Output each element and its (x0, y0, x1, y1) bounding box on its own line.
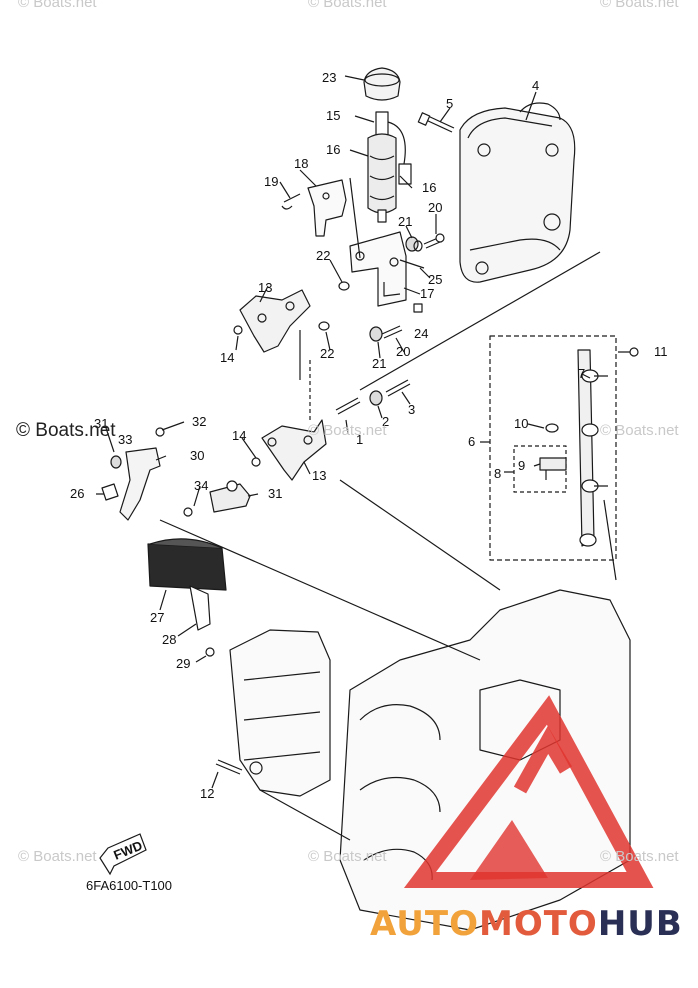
part-28-bracket (189, 585, 211, 631)
part-21-grommet-bottom (369, 326, 383, 342)
callout-7: 7 (578, 366, 585, 381)
automotohub-logo (403, 695, 654, 888)
part-8-injector (539, 457, 567, 480)
callout-5: 5 (446, 96, 453, 111)
callout-14a: 14 (220, 350, 234, 365)
watermark: © Boats.net (16, 420, 116, 441)
watermark: © Boats.net (600, 848, 679, 865)
callout-15: 15 (326, 108, 340, 123)
callout-27: 27 (150, 610, 164, 625)
callout-13a: 13 (258, 280, 272, 295)
part-2-bushing (369, 390, 383, 406)
part-27-filter (147, 538, 227, 591)
brand-auto: AUTO (370, 904, 479, 944)
part-5-bolt (417, 112, 455, 133)
part-26-connector (101, 483, 119, 501)
part-20-bolt-bottom (381, 325, 403, 339)
part-3-bolt (385, 379, 411, 397)
part-1-shaft (335, 397, 361, 415)
callout-30: 30 (190, 448, 204, 463)
callout-13b: 13 (312, 468, 326, 483)
watermark: © Boats.net (600, 0, 679, 11)
callout-22a: 22 (316, 248, 330, 263)
callout-labels: 23 15 16 16 4 5 18 19 21 20 22 25 17 13 … (70, 70, 668, 801)
callout-9: 9 (518, 458, 525, 473)
part-19-bolt (281, 193, 301, 210)
part-13-bracket-upper (239, 289, 311, 353)
brand-moto: MOTO (478, 904, 598, 944)
part-33-grommet (110, 455, 122, 469)
callout-33: 33 (118, 432, 132, 447)
callout-14b: 14 (232, 428, 246, 443)
callout-19: 19 (264, 174, 278, 189)
callout-12: 12 (200, 786, 214, 801)
callout-3: 3 (408, 402, 415, 417)
part-30-bracket (119, 447, 161, 521)
part-16-fuel-pump (367, 111, 412, 223)
watermark: © Boats.net (600, 422, 679, 439)
callout-10: 10 (514, 416, 528, 431)
part-31-sensor (209, 480, 251, 513)
watermark: © Boats.net (18, 0, 97, 11)
callout-31a: 31 (94, 416, 108, 431)
callout-4: 4 (532, 78, 539, 93)
callout-28: 28 (162, 632, 176, 647)
part-4-cover (459, 102, 576, 283)
part-18-bracket (307, 179, 347, 237)
callout-21b: 21 (372, 356, 386, 371)
callout-20a: 20 (428, 200, 442, 215)
watermark: © Boats.net (18, 848, 97, 865)
part-13-bracket-lower (261, 419, 327, 481)
part-11-bolt (629, 347, 639, 357)
part-10-seal (545, 423, 559, 433)
part-14-washer-upper (233, 325, 243, 335)
callout-2: 2 (382, 414, 389, 429)
callout-17: 17 (420, 286, 434, 301)
part-21-grommet-top (405, 236, 423, 252)
part-23-cap (363, 67, 401, 101)
callout-16b: 16 (422, 180, 436, 195)
part-24-clip (413, 303, 423, 313)
watermark: © Boats.net (308, 848, 387, 865)
callout-31b: 31 (268, 486, 282, 501)
watermark: © Boats.net (308, 422, 387, 439)
part-6-group-box (489, 335, 617, 561)
callout-21a: 21 (398, 214, 412, 229)
callout-34: 34 (194, 478, 208, 493)
callout-25: 25 (428, 272, 442, 287)
callout-29: 29 (176, 656, 190, 671)
callout-1: 1 (356, 432, 363, 447)
callout-18: 18 (294, 156, 308, 171)
part-25-pin (399, 259, 425, 269)
callout-24: 24 (414, 326, 428, 341)
diagram-code: 6FA6100-T100 (86, 878, 173, 893)
engine-block (229, 589, 631, 931)
callout-32: 32 (192, 414, 206, 429)
part-22-collar-top (338, 281, 350, 291)
part-7-fuel-rail (577, 349, 608, 547)
part-20-bolt-top (423, 233, 445, 249)
callout-26: 26 (70, 486, 84, 501)
part-12-bolt (215, 759, 243, 775)
callout-20b: 20 (396, 344, 410, 359)
part-34-washer (183, 507, 193, 517)
callout-16a: 16 (326, 142, 340, 157)
part-22-collar-bottom (318, 321, 330, 331)
callout-23: 23 (322, 70, 336, 85)
brand-hub: HUB (597, 904, 683, 944)
callout-22b: 22 (320, 346, 334, 361)
brand-wordmark: AUTOMOTOHUB (370, 904, 683, 944)
callout-6: 6 (468, 434, 475, 449)
watermark: © Boats.net (308, 0, 387, 11)
fwd-arrow: FWD (99, 833, 147, 876)
callout-11: 11 (654, 344, 668, 359)
part-17-bracket (349, 231, 407, 307)
part-14-washer-lower (251, 457, 261, 467)
part-29-bolt (205, 647, 215, 657)
callout-8: 8 (494, 466, 501, 481)
